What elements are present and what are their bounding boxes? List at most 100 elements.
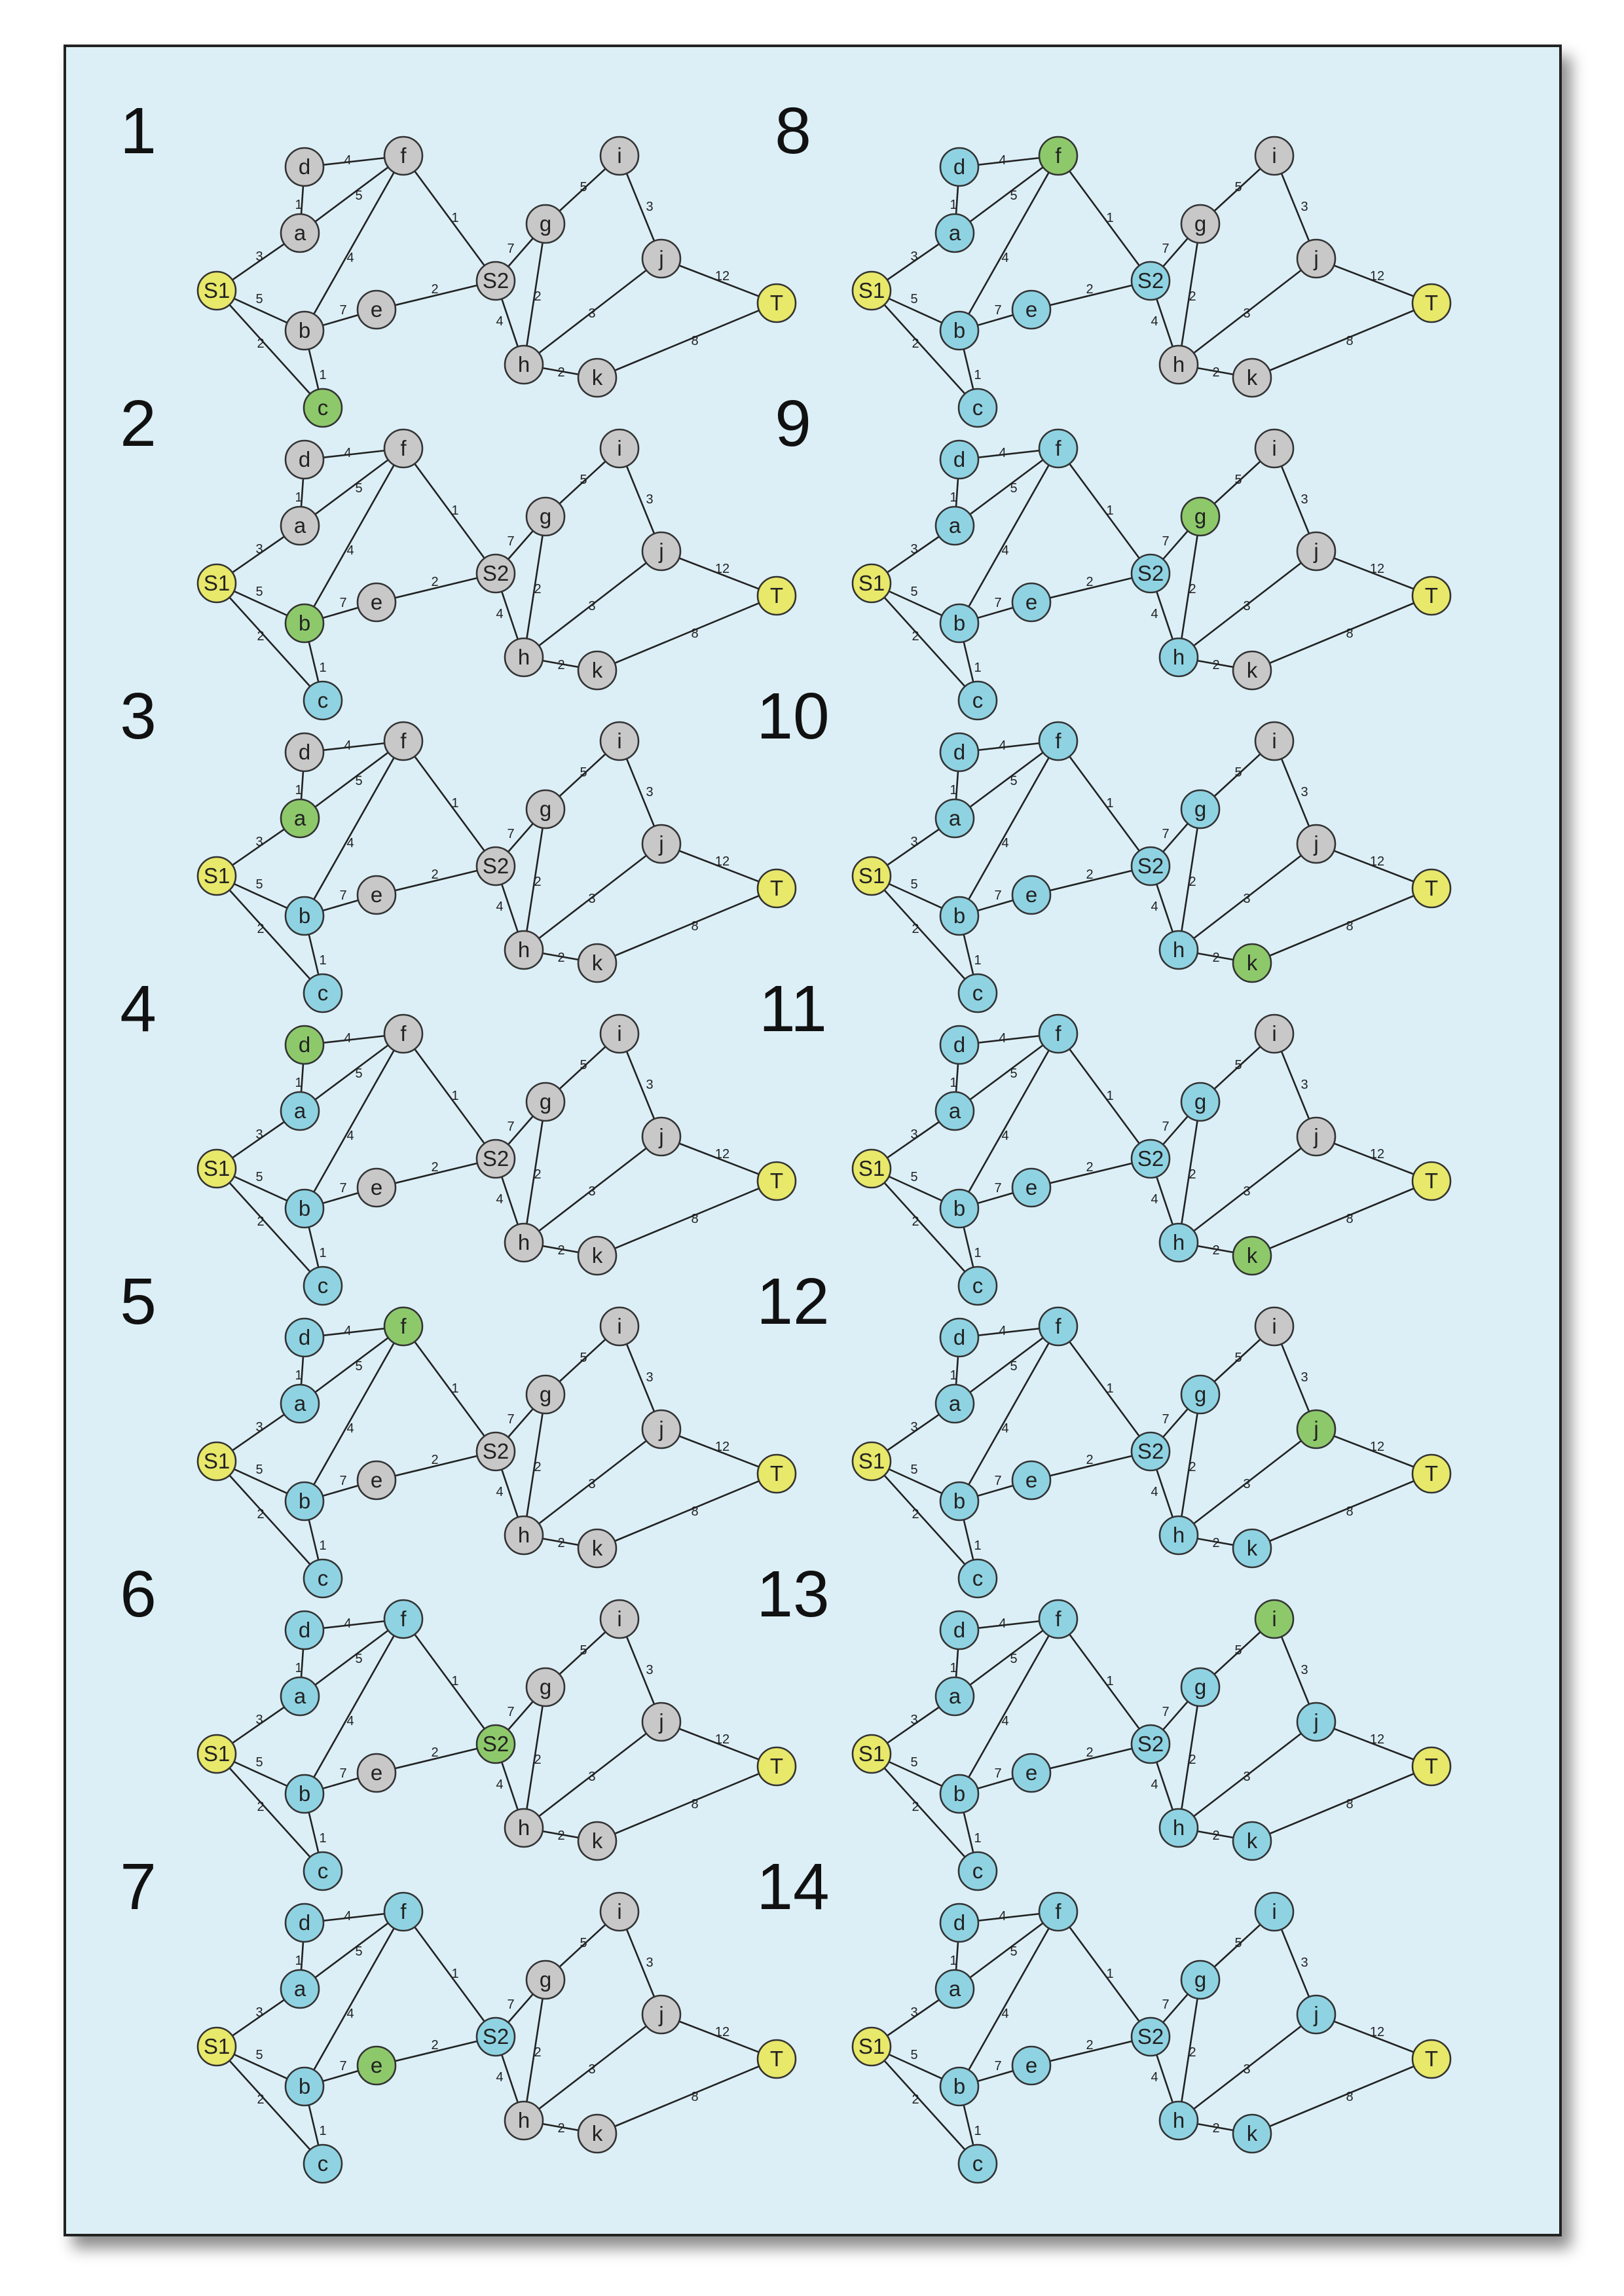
edge-b-f: [958, 1911, 1060, 2087]
edge-weight-label: 4: [496, 607, 503, 621]
node-label: g: [540, 504, 551, 528]
edge-weight-label: 8: [691, 1797, 698, 1812]
node-label: h: [518, 1815, 530, 1840]
edge-weight-label: 5: [1010, 1359, 1017, 1374]
edge-weight-label: 3: [646, 492, 653, 507]
node-label: g: [1194, 1967, 1206, 1992]
node-label: f: [400, 1021, 407, 1046]
edge-S1-c: [871, 875, 978, 994]
node-label: e: [1025, 883, 1037, 907]
node-S2: [1130, 553, 1171, 594]
node-j: [641, 238, 682, 279]
node-label: a: [949, 513, 961, 538]
edge-weight-label: 12: [715, 1440, 729, 1454]
node-g: [1180, 1667, 1221, 1707]
edge-weight-label: 5: [255, 877, 263, 892]
node-i: [599, 136, 640, 176]
edge-weight-label: 1: [950, 1661, 957, 1675]
node-d: [939, 147, 980, 187]
node-h: [1158, 637, 1199, 678]
edge-weight-label: 7: [339, 1474, 346, 1488]
edge-weight-label: 5: [1234, 1643, 1242, 1658]
node-e: [1011, 582, 1052, 623]
edge-weight-label: 4: [346, 543, 354, 558]
node-S2: [475, 846, 516, 886]
edge-weight-label: 3: [646, 1078, 653, 1092]
node-S1: [851, 1441, 892, 1482]
edge-e-S2: [1031, 1743, 1151, 1774]
node-label: b: [299, 318, 310, 342]
edge-weight-label: 8: [691, 1212, 698, 1226]
node-d: [284, 1610, 325, 1650]
node-j: [1296, 238, 1337, 279]
edge-weight-label: 3: [646, 200, 653, 214]
edge-weight-label: 1: [295, 198, 302, 212]
edge-weight-label: 2: [257, 629, 264, 644]
edge-weight-label: 7: [339, 596, 346, 610]
edge-weight-label: 12: [715, 2025, 729, 2039]
edge-weight-label: 1: [950, 1368, 957, 1383]
edge-a-f: [954, 1618, 1059, 1698]
node-h: [1158, 1808, 1199, 1848]
node-h: [504, 344, 544, 385]
node-b: [939, 2066, 980, 2107]
edge-weight-label: 4: [999, 153, 1006, 168]
node-label: j: [1313, 831, 1318, 856]
edge-h-j: [1178, 2013, 1317, 2122]
edge-weight-label: 7: [507, 1997, 514, 2012]
node-label: i: [617, 1314, 621, 1338]
edge-f-S2: [402, 448, 497, 574]
node-d: [284, 1903, 325, 1943]
edge-weight-label: 1: [451, 1089, 458, 1103]
node-e: [356, 1753, 397, 1793]
edge-weight-label: 2: [912, 1507, 919, 1522]
edge-weight-label: 7: [339, 1766, 346, 1781]
node-j: [641, 1994, 682, 2035]
node-label: h: [1173, 1230, 1185, 1254]
node-label: g: [540, 1967, 551, 1992]
node-label: e: [371, 1468, 382, 1492]
node-i: [1254, 1891, 1295, 1932]
node-label: e: [371, 1175, 382, 1199]
node-a: [280, 1676, 320, 1717]
node-f: [383, 1013, 424, 1054]
edge-weight-label: 3: [646, 1370, 653, 1385]
step-number: 14: [756, 1850, 829, 1923]
node-label: d: [953, 1910, 965, 1935]
node-label: f: [1055, 1607, 1061, 1631]
node-k: [577, 1821, 618, 1861]
edge-weight-label: 3: [1301, 1078, 1308, 1092]
node-label: S1: [204, 2034, 230, 2058]
node-i: [1254, 1306, 1295, 1347]
edge-h-j: [523, 843, 662, 951]
edge-weight-label: 5: [255, 2048, 263, 2062]
step-number: 10: [756, 680, 829, 753]
node-h: [504, 637, 544, 678]
node-label: S1: [858, 278, 885, 302]
edge-weight-label: 7: [994, 2059, 1001, 2073]
edge-S1-c: [216, 1461, 323, 1579]
edge-weight-label: 4: [344, 738, 351, 753]
edge-b-f: [303, 1033, 405, 1209]
node-e: [356, 2045, 397, 2086]
edge-weight-label: 5: [355, 1359, 362, 1374]
edge-weight-label: 3: [588, 599, 595, 613]
node-j: [641, 1409, 682, 1449]
node-label: j: [1313, 1709, 1318, 1734]
node-S1: [196, 563, 237, 604]
node-S2: [475, 1139, 516, 1179]
edge-weight-label: 12: [715, 562, 729, 576]
node-label: d: [299, 1618, 310, 1642]
edge-e-S2: [376, 1450, 496, 1482]
edge-weight-label: 2: [431, 282, 438, 297]
node-label: k: [592, 951, 603, 975]
edge-j-T: [1316, 1428, 1432, 1475]
edge-a-f: [299, 155, 404, 234]
edge-weight-label: 7: [994, 888, 1001, 903]
edge-f-S2: [1057, 155, 1152, 282]
edge-weight-label: 12: [1370, 2025, 1384, 2039]
